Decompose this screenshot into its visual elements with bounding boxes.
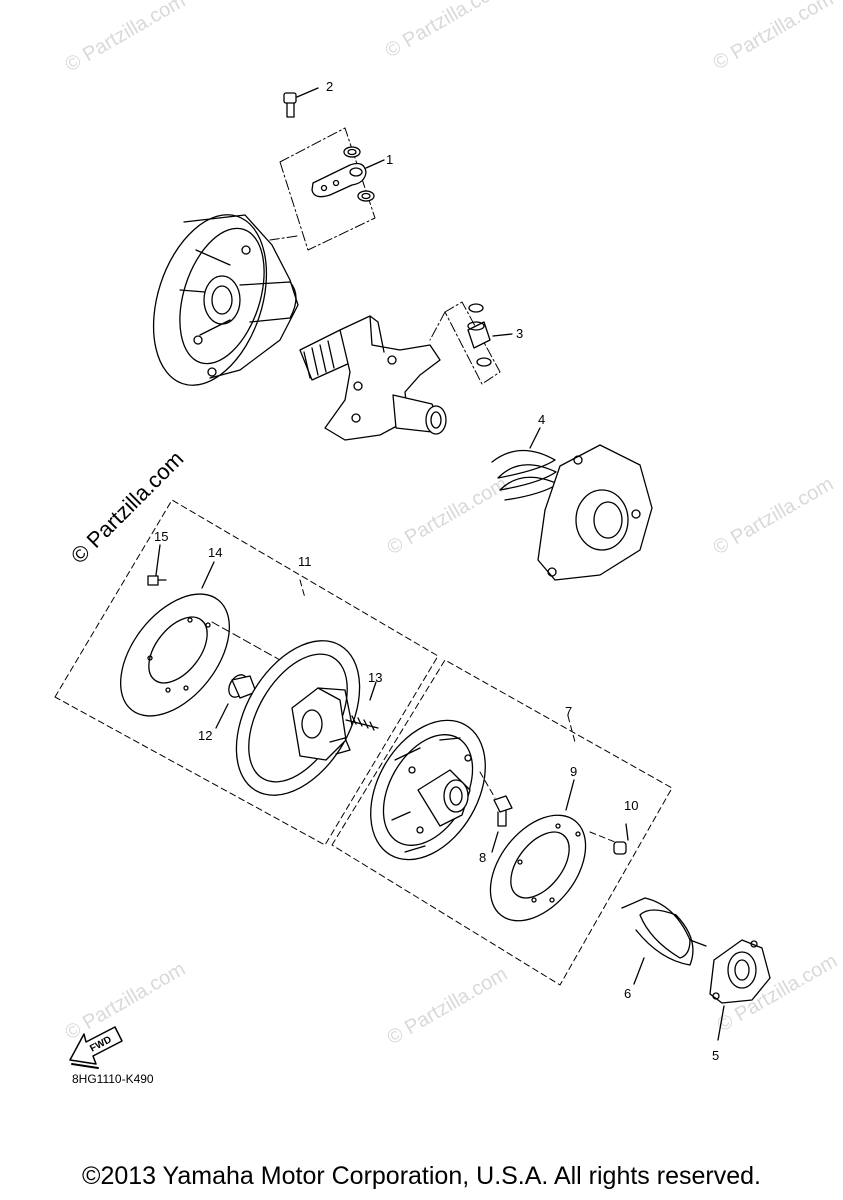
callout-9: 9 bbox=[570, 764, 577, 779]
watermark-layer: © Partzilla.com © Partzilla.com © Partzi… bbox=[62, 0, 842, 1049]
callout-12: 12 bbox=[198, 728, 212, 743]
part-10-screw bbox=[613, 823, 629, 855]
callout-numbers: 1 2 3 4 5 6 7 8 9 10 11 12 13 14 15 bbox=[154, 79, 719, 1063]
group-11-box bbox=[54, 499, 439, 846]
fwd-arrow-icon bbox=[69, 1026, 123, 1069]
copyright-notice: ©2013 Yamaha Motor Corporation, U.S.A. A… bbox=[82, 1162, 761, 1190]
part-1-bracket bbox=[269, 127, 376, 251]
cover-plate bbox=[537, 444, 653, 581]
watermark: © Partzilla.com bbox=[382, 0, 510, 62]
callout-13: 13 bbox=[368, 670, 382, 685]
watermark: © Partzilla.com bbox=[62, 958, 190, 1044]
callout-2: 2 bbox=[326, 79, 333, 94]
moveable-sheave bbox=[370, 719, 486, 861]
watermark: © Partzilla.com bbox=[710, 0, 838, 74]
part-6-spring bbox=[621, 897, 707, 985]
watermark: © Partzilla.com bbox=[62, 0, 190, 76]
spider bbox=[299, 315, 447, 441]
callout-8: 8 bbox=[479, 850, 486, 865]
part-15-bolt bbox=[147, 544, 167, 586]
callout-7: 7 bbox=[565, 704, 572, 719]
callout-1: 1 bbox=[386, 152, 393, 167]
watermark: © Partzilla.com bbox=[384, 963, 512, 1049]
watermark-large: © Partzilla.com bbox=[66, 446, 189, 569]
part-3-bracket bbox=[429, 301, 501, 385]
callout-5: 5 bbox=[712, 1048, 719, 1063]
primary-sheave bbox=[152, 214, 299, 386]
callout-15: 15 bbox=[154, 529, 168, 544]
callout-11: 11 bbox=[298, 554, 312, 569]
part-4-spring bbox=[491, 427, 559, 501]
callout-14: 14 bbox=[208, 545, 222, 560]
callout-10: 10 bbox=[624, 798, 638, 813]
part-9-plate bbox=[489, 779, 616, 922]
part-2-pin bbox=[283, 87, 319, 118]
part-12-bushing bbox=[215, 674, 257, 729]
part-5-seat bbox=[709, 939, 771, 1041]
diagram-code: 8HG1110-K490 bbox=[72, 1072, 154, 1086]
group-7-box bbox=[331, 659, 673, 986]
watermark: © Partzilla.com bbox=[710, 473, 838, 559]
part-1-weight bbox=[311, 146, 385, 202]
callout-3: 3 bbox=[516, 326, 523, 341]
secondary-sheave bbox=[235, 640, 379, 796]
part-14-plate bbox=[120, 561, 281, 717]
watermark: © Partzilla.com bbox=[384, 473, 512, 559]
callout-6: 6 bbox=[624, 986, 631, 1001]
part-3-roller bbox=[467, 303, 513, 367]
callout-4: 4 bbox=[538, 412, 545, 427]
part-8-bolt bbox=[479, 771, 513, 853]
